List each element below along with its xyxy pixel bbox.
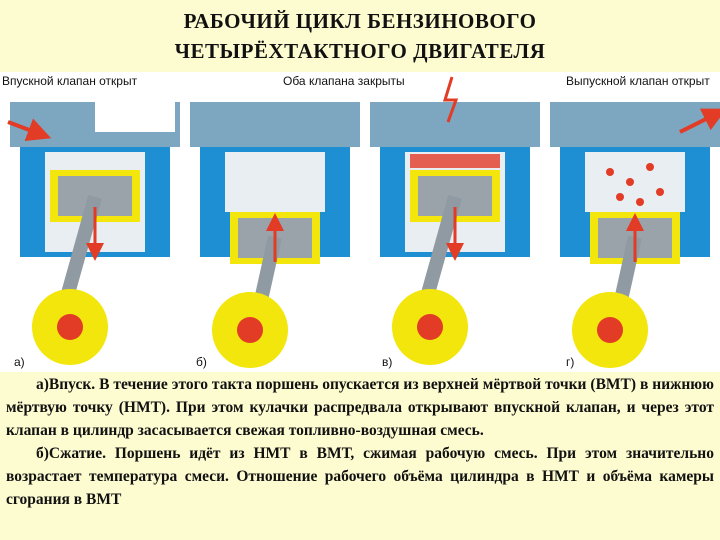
title-line-1: РАБОЧИЙ ЦИКЛ БЕНЗИНОВОГО	[183, 9, 537, 33]
engine-diagram	[7, 76, 720, 368]
cylinder-compression	[190, 102, 360, 368]
caption-intake-valve-open: Впускной клапан открыт	[2, 74, 138, 88]
label-d: г)	[566, 355, 575, 369]
cylinder-intake	[7, 102, 180, 365]
engine-cycle-figure: Впускной клапан открыт Оба клапана закры…	[0, 72, 720, 372]
caption-exhaust-valve-open: Выпускной клапан открыт	[566, 74, 710, 88]
label-a: а)	[14, 355, 25, 369]
paragraph-compression: б)Сжатие. Поршень идёт из НМТ в ВМТ, сжи…	[6, 445, 714, 508]
cylinder-power	[370, 76, 540, 365]
cylinder-exhaust	[550, 102, 720, 368]
caption-both-valves-closed: Оба клапана закрыты	[283, 74, 405, 88]
title-line-2: ЧЕТЫРЁХТАКТНОГО ДВИГАТЕЛЯ	[174, 39, 546, 63]
description-text: а)Впуск. В течение этого такта поршень о…	[6, 373, 714, 511]
paragraph-intake: а)Впуск. В течение этого такта поршень о…	[6, 376, 714, 439]
page-title: РАБОЧИЙ ЦИКЛ БЕНЗИНОВОГО ЧЕТЫРЁХТАКТНОГО…	[0, 6, 720, 66]
label-c: в)	[382, 355, 393, 369]
label-b: б)	[196, 355, 207, 369]
